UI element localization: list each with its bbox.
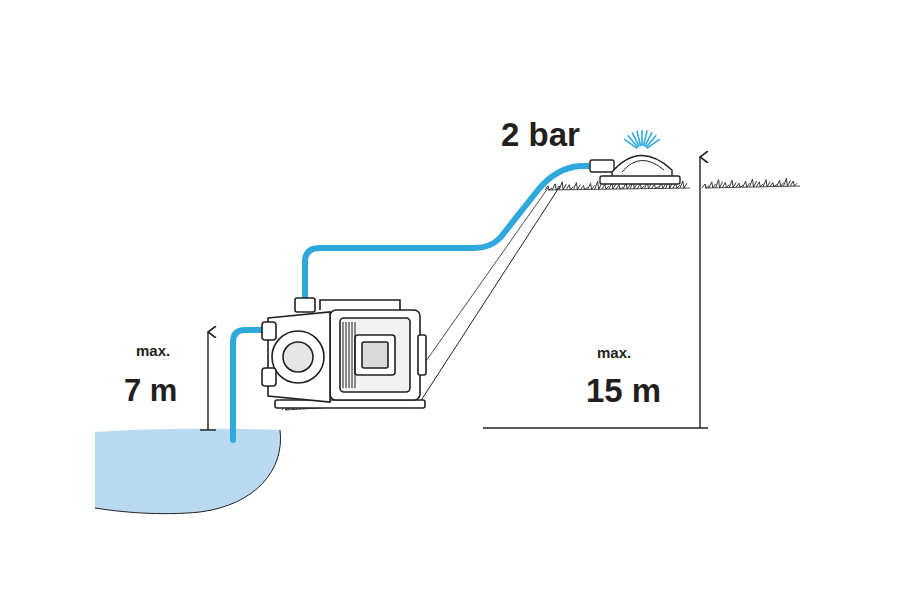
ground-line bbox=[285, 186, 800, 410]
pressure-value: 2 bar bbox=[501, 118, 580, 151]
spray bbox=[624, 130, 660, 148]
slope-line bbox=[420, 186, 560, 402]
cooling-rib bbox=[346, 322, 347, 388]
bank-outline bbox=[95, 430, 281, 514]
water bbox=[95, 429, 281, 514]
cooling-rib bbox=[355, 322, 356, 388]
cooling-rib bbox=[349, 322, 350, 388]
pump bbox=[262, 298, 426, 408]
spray-ray bbox=[647, 139, 660, 148]
spray-ray bbox=[641, 130, 643, 146]
max-note: max. bbox=[597, 345, 631, 360]
dimension-arrow bbox=[699, 157, 700, 428]
cooling-rib bbox=[352, 322, 353, 388]
grass bbox=[282, 178, 800, 410]
slope-line bbox=[395, 188, 548, 405]
dimension-base bbox=[483, 427, 708, 428]
dimension-arrow bbox=[207, 332, 208, 430]
max-note: max. bbox=[136, 343, 170, 358]
cooling-rib bbox=[343, 322, 344, 388]
dimension-value: 15 m bbox=[586, 374, 661, 407]
sprinkler bbox=[590, 155, 680, 184]
spray-ray bbox=[637, 131, 641, 147]
dimension-value: 7 m bbox=[124, 375, 177, 406]
pressure-hose bbox=[305, 166, 592, 300]
